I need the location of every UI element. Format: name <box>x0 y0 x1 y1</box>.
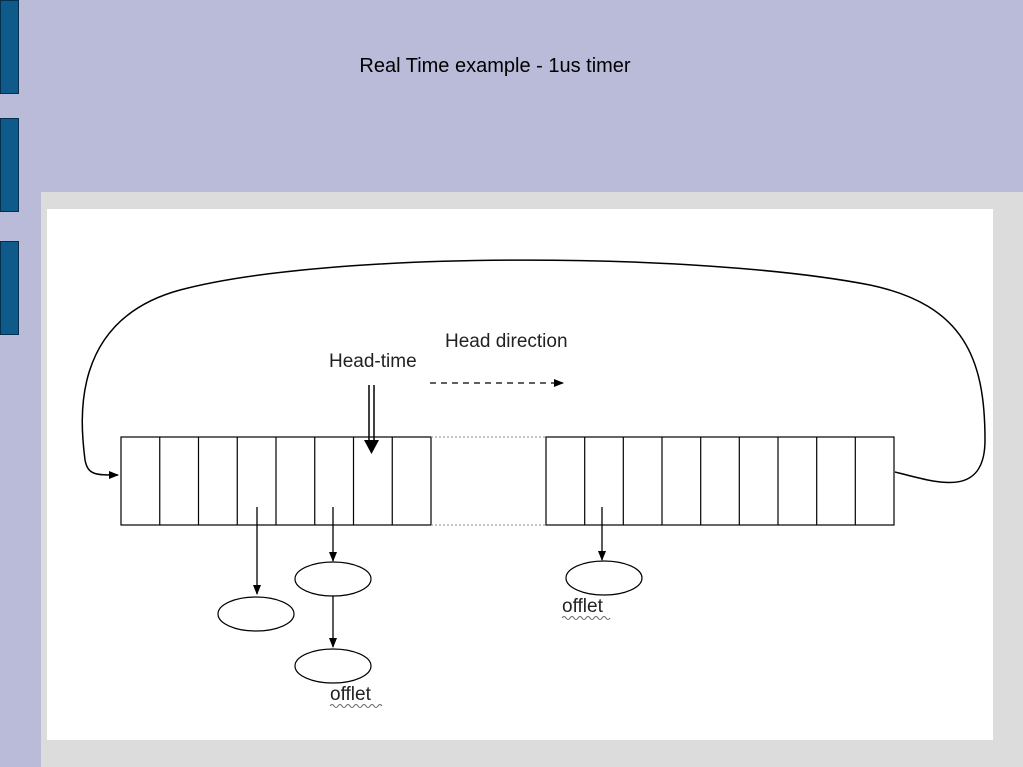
timer-chain-2 <box>294 507 372 684</box>
diagram-area <box>47 209 993 740</box>
spellcheck-underline <box>561 616 611 620</box>
offlet-label-right: offlet <box>562 596 604 617</box>
head-time-label: Head-time <box>329 351 417 372</box>
timer-chain-1 <box>217 507 295 632</box>
timer-node <box>294 648 372 684</box>
bucket-array-right <box>545 436 895 526</box>
head-direction-label: Head direction <box>445 331 568 352</box>
wrap-around-loop <box>81 259 986 484</box>
timer-chain-3 <box>565 507 643 596</box>
offlet-label-left: offlet <box>330 684 372 705</box>
bucket-array-left <box>120 436 432 526</box>
side-tab-1 <box>0 0 19 94</box>
head-time-pointer <box>364 385 379 454</box>
side-tab-2 <box>0 118 19 212</box>
timer-node <box>294 561 372 597</box>
slide-title: Real Time example - 1us timer <box>359 55 631 77</box>
timer-node <box>217 596 295 632</box>
side-tab-3 <box>0 241 19 335</box>
spellcheck-underline <box>329 704 383 708</box>
array-continuation <box>431 436 546 526</box>
timer-node <box>565 560 643 596</box>
